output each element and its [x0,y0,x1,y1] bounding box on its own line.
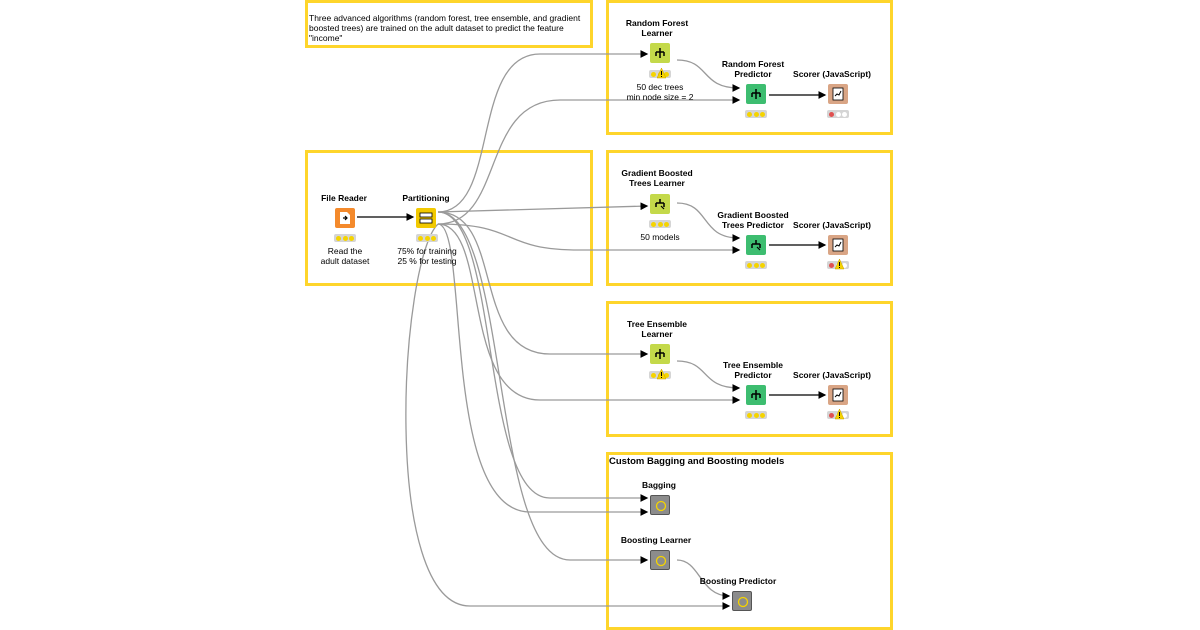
metanode-icon [655,555,667,567]
scorer1-title: Scorer (JavaScript) [793,69,871,79]
scorer2-status [827,259,849,270]
te-learner-node[interactable] [650,344,670,364]
wire-part-to-boosting-predictor [405,223,731,610]
chart-icon [832,388,844,402]
warning-icon [657,68,666,79]
rf-predictor-title: Random Forest Predictor [721,59,785,79]
partitioning-note: 75% for training 25 % for testing [397,246,457,266]
wire-part-to-boosting-learner [437,211,649,564]
metanode-icon [655,500,667,512]
wire-part-to-te-predictor [437,223,741,404]
annotation-custom-title: Custom Bagging and Boosting models [609,456,785,467]
chart-icon [832,238,844,252]
boosted-tree-icon [655,199,665,210]
boosting-learner-node[interactable] [650,550,670,570]
scorer1-node[interactable] [828,84,848,104]
partition-icon [419,212,433,224]
annotation-intro-box[interactable] [305,0,593,48]
warning-icon [835,259,844,270]
te-predictor-title: Tree Ensemble Predictor [722,360,784,380]
file-reader-node[interactable] [335,208,355,228]
rf-learner-note: 50 dec trees min node size = 2 [626,82,694,102]
partitioning-node[interactable] [416,208,436,228]
te-learner-title: Tree Ensemble Learner [626,319,688,339]
annotation-gbt-box[interactable] [606,150,893,286]
wire-gbt-learner-to-predictor [676,202,741,242]
annotation-tree-ensemble-box[interactable] [606,301,893,437]
annotation-input-box[interactable] [305,150,593,286]
tree-icon [655,48,665,58]
wire-part-to-rf-learner [437,50,649,213]
wire-part-to-te-learner [437,211,649,358]
annotation-intro-text: Three advanced algorithms (random forest… [309,13,581,43]
wire-rf-learner-to-predictor [676,59,741,92]
wire-part-to-rf-predictor [437,96,741,225]
annotation-random-forest-box[interactable] [606,0,893,135]
tree-icon [751,89,761,99]
warning-icon [835,409,844,420]
chart-icon [832,87,844,101]
file-reader-title: File Reader [321,193,367,203]
wire-part-to-bagging-2 [437,223,649,516]
rf-learner-status [649,68,671,79]
bagging-node[interactable] [650,495,670,515]
warning-icon [657,369,666,380]
te-predictor-status [745,411,767,419]
te-predictor-node[interactable] [746,385,766,405]
scorer3-title: Scorer (JavaScript) [793,370,871,380]
scorer3-status [827,409,849,420]
gbt-learner-note: 50 models [640,232,680,242]
gbt-learner-status [649,220,671,228]
rf-learner-node[interactable] [650,43,670,63]
partitioning-status [416,234,438,242]
gbt-learner-node[interactable] [650,194,670,214]
wire-part-to-bagging-1 [437,211,649,502]
rf-predictor-node[interactable] [746,84,766,104]
boosted-tree-icon [751,240,761,251]
file-icon [340,212,350,224]
scorer2-title: Scorer (JavaScript) [793,220,871,230]
wire-part-to-gbt-learner [437,202,649,213]
tree-icon [655,349,665,359]
file-reader-note: Read the adult dataset [320,246,370,266]
gbt-predictor-node[interactable] [746,235,766,255]
scorer1-status [827,110,849,118]
gbt-predictor-title: Gradient Boosted Trees Predictor [717,210,789,230]
gbt-predictor-status [745,261,767,269]
wire-boosting-learner-to-predictor [676,559,731,600]
wire-te-learner-to-predictor [676,360,741,392]
rf-learner-title: Random Forest Learner [625,18,689,38]
tree-icon [751,390,761,400]
scorer2-node[interactable] [828,235,848,255]
metanode-icon [737,596,749,608]
partitioning-title: Partitioning [402,193,450,203]
te-learner-status [649,369,671,380]
boosting-learner-title: Boosting Learner [620,535,692,545]
bagging-title: Bagging [642,480,676,490]
annotation-custom-box[interactable] [606,452,893,630]
gbt-learner-title: Gradient Boosted Trees Learner [621,168,693,188]
scorer3-node[interactable] [828,385,848,405]
file-reader-status [334,234,356,242]
boosting-predictor-node[interactable] [732,591,752,611]
rf-predictor-status [745,110,767,118]
wire-part-to-gbt-predictor [437,223,741,254]
boosting-predictor-title: Boosting Predictor [699,576,777,586]
